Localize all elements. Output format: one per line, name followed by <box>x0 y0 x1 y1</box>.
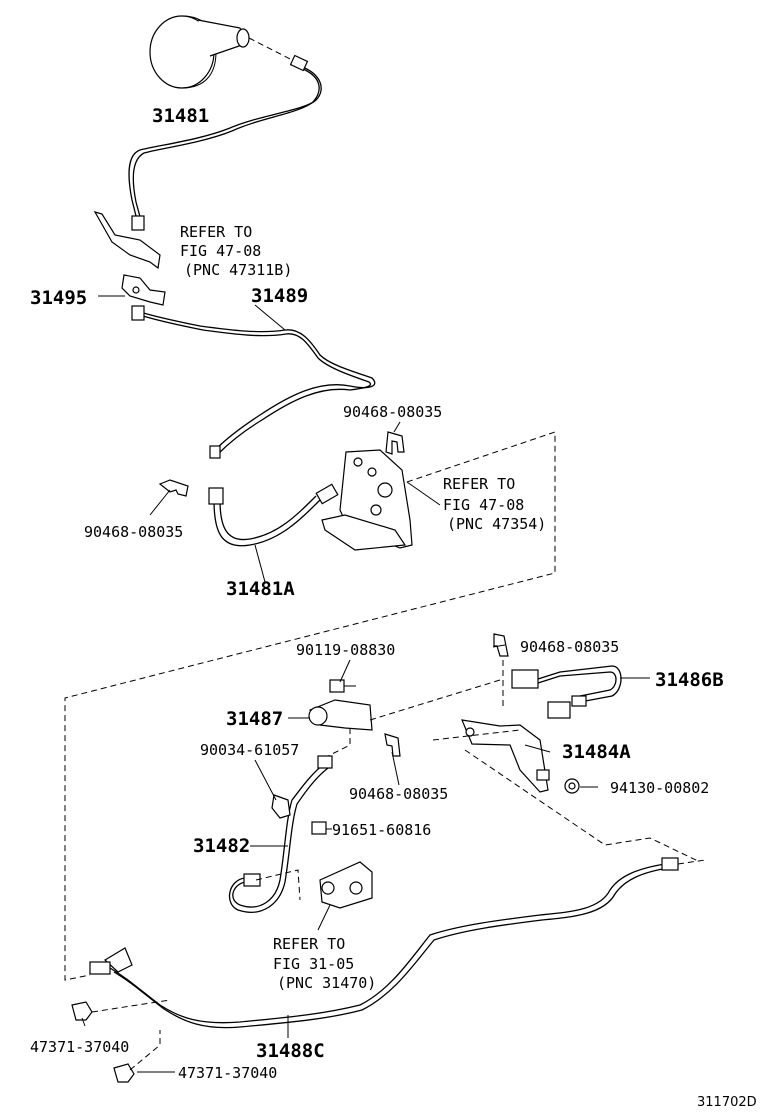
bolt-91651 <box>311 821 327 835</box>
ref-47354-line3: (PNC 47354) <box>447 515 546 533</box>
ref-31470-line2: FIG 31-05 <box>273 955 354 973</box>
label-31481A: 31481A <box>226 578 295 600</box>
label-90468-right: 90468-08035 <box>520 638 619 656</box>
label-31487: 31487 <box>226 708 283 730</box>
label-31489: 31489 <box>251 285 308 307</box>
label-90468-lower: 90468-08035 <box>349 785 448 803</box>
label-31495: 31495 <box>30 287 87 309</box>
label-31484A: 31484A <box>562 741 631 763</box>
leader-lines <box>81 295 650 1073</box>
label-31486B: 31486B <box>655 669 724 691</box>
label-31488C: 31488C <box>256 1040 325 1062</box>
release-cylinder <box>317 861 373 931</box>
clamp-47371-upper <box>71 999 171 1021</box>
bracket-31495 <box>93 211 166 306</box>
tube-31488C <box>89 857 706 1029</box>
clip-90468-right <box>493 633 509 710</box>
ref-47311b-line2: FIG 47-08 <box>180 242 261 260</box>
bracket-dash <box>369 679 501 721</box>
tube-31481 <box>128 54 322 231</box>
boundary-line <box>64 431 556 981</box>
figure-id: 311702D <box>697 1095 757 1110</box>
ref-31470-line1: REFER TO <box>273 935 345 953</box>
ref-31470-line3: (PNC 31470) <box>277 974 376 992</box>
clutch-master-cylinder <box>149 15 301 89</box>
bracket-31487 <box>308 699 373 731</box>
label-47371-lower: 47371-37040 <box>178 1064 277 1082</box>
pedal-bracket <box>321 449 413 551</box>
bracket-31484A <box>461 719 550 793</box>
ref-47354-line1: REFER TO <box>443 475 515 493</box>
bolt-90119 <box>329 679 356 693</box>
tube-31489 <box>131 305 376 459</box>
hose-31481A <box>208 483 339 547</box>
label-90119: 90119-08830 <box>296 641 395 659</box>
nut-94130 <box>564 778 580 794</box>
label-90468-left: 90468-08035 <box>84 523 183 541</box>
label-47371-upper: 47371-37040 <box>30 1038 129 1056</box>
clamp-47371-lower <box>113 1030 161 1083</box>
pipe-31482 <box>228 755 333 913</box>
label-91651: 91651-60816 <box>332 821 431 839</box>
label-31481: 31481 <box>152 105 209 127</box>
fitting-90034 <box>271 794 291 819</box>
label-90468-upper: 90468-08035 <box>343 403 442 421</box>
clip-90468-upper <box>385 431 405 455</box>
ref-47311b-line1: REFER TO <box>180 223 252 241</box>
clip-90468-left <box>158 479 189 497</box>
label-94130: 94130-00802 <box>610 779 709 797</box>
ref-47311b-line3: (PNC 47311B) <box>184 261 292 279</box>
ref-47354-line2: FIG 47-08 <box>443 496 524 514</box>
hose-31486B <box>511 665 622 719</box>
label-31482: 31482 <box>193 835 250 857</box>
label-90034: 90034-61057 <box>200 741 299 759</box>
